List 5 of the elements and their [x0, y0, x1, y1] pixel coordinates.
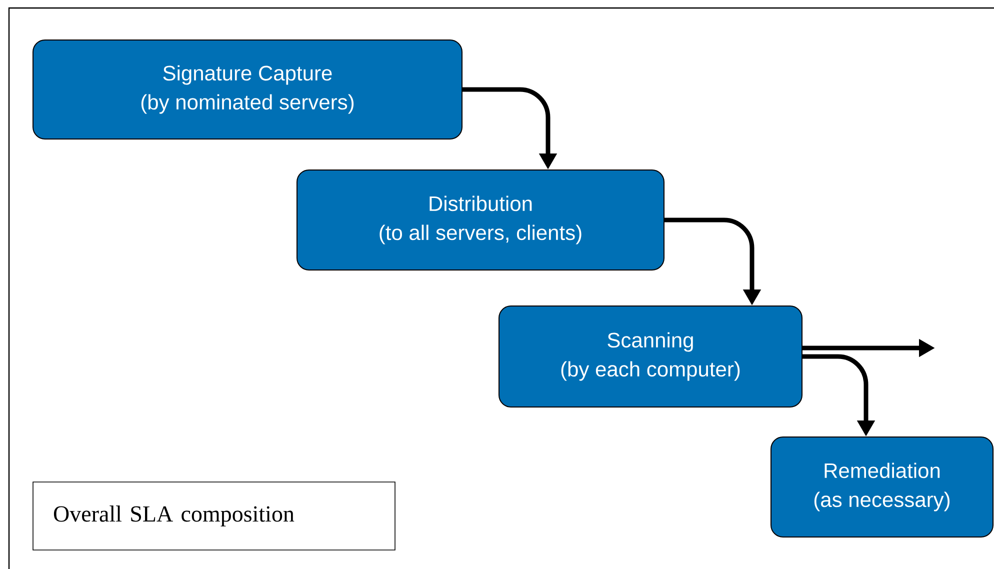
process-box: Distribution (to all servers, clients) — [296, 169, 664, 270]
process-box: Remediation (as necessary) — [770, 436, 994, 538]
label-box: Overall SLA composition — [32, 482, 396, 550]
process-box: Signature Capture (by nominated servers) — [32, 40, 462, 140]
process-box: Scanning (by each computer) — [498, 305, 802, 408]
